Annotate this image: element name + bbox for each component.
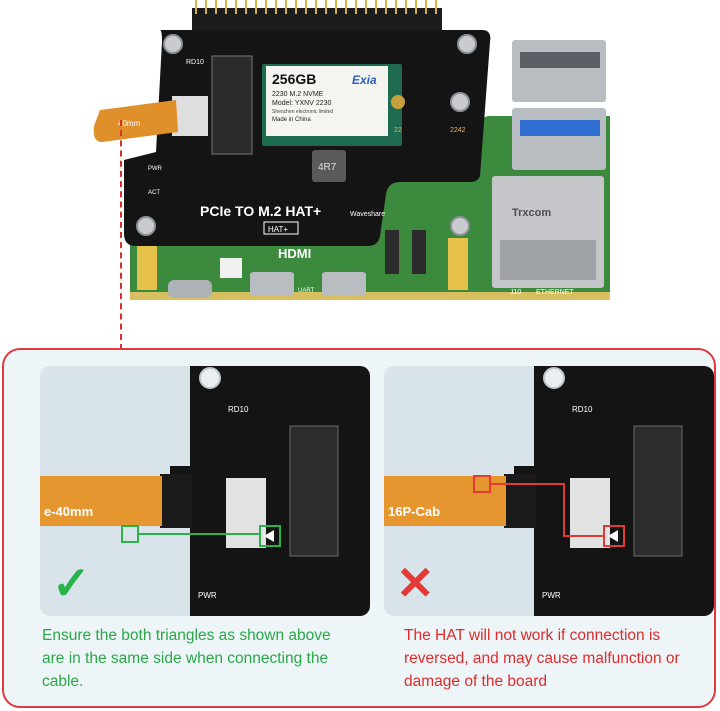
- m2-slot: [211, 55, 253, 155]
- panel-pcb: [514, 366, 714, 616]
- ssd-capacity: 256GB: [272, 71, 316, 87]
- panel-cable-text: e-40mm: [44, 504, 93, 519]
- silk-act-top: ACT: [148, 190, 160, 196]
- reversed-caption: The HAT will not work if connection is r…: [404, 627, 680, 690]
- correct-caption: Ensure the both triangles as shown above…: [42, 627, 331, 690]
- callout-guide-line: [120, 120, 122, 350]
- j10-silk-text: J10: [510, 289, 521, 296]
- ssd-brand: Exia: [352, 73, 377, 87]
- uart-silk-text: UART: [298, 288, 315, 294]
- panel-correct-connection: RD10 PWR e-40mm: [40, 366, 370, 616]
- panel-cable-text: 16P-Cab: [388, 504, 440, 519]
- panel-triangle-hat: [264, 530, 274, 542]
- panel-cable: [40, 476, 162, 526]
- silk-rd10-top: RD10: [186, 59, 204, 66]
- ssd-origin: Made in China: [272, 117, 311, 123]
- pcie-hat-board: 256GB Exia 2230 M.2 NVME Model: YXNV 223…: [124, 0, 491, 261]
- pi-connector-white: [220, 258, 242, 278]
- panel-mismatch-line: [490, 483, 604, 537]
- panel-triangle-box-cable: [121, 525, 139, 543]
- cross-icon: ✕: [396, 557, 435, 609]
- panel-reversed-connection: RD10 PWR 16P-Cab: [384, 366, 714, 616]
- panel-cable: [384, 476, 506, 526]
- panel-silk-rd10: RD10: [572, 405, 593, 414]
- ssd-model: Model: YXNV 2230: [272, 100, 332, 107]
- panel-m2-slot: [633, 425, 683, 557]
- screw-br: [450, 216, 470, 236]
- inductor: [312, 150, 346, 182]
- usbc-port: [168, 280, 212, 298]
- ssd-maker: Shenzhen electronic limited: [272, 109, 333, 115]
- panel-silk-rd10: RD10: [228, 405, 249, 414]
- board-name: PCIe TO M.2 HAT+: [200, 203, 321, 219]
- panel-triangle-hat: [608, 530, 618, 542]
- panel-silk-pwr: PWR: [542, 591, 561, 600]
- ssd-module: 256GB Exia 2230 M.2 NVME Model: YXNV 223…: [262, 64, 405, 146]
- brand-name: Waveshare: [350, 211, 385, 218]
- panel-cable-stiffener: [160, 474, 192, 528]
- ethernet-port: Trxcom ETHERNET J10: [492, 176, 604, 296]
- panel-screw-hole: [543, 367, 565, 389]
- hat-plus-box: [263, 221, 299, 235]
- gpio-pins: [195, 0, 437, 14]
- screw-tr: [457, 34, 477, 54]
- panel-silk-pwr: PWR: [198, 591, 217, 600]
- hat-plus-label: HAT+: [268, 225, 288, 234]
- hdmi-silk: HDMI: [278, 246, 311, 261]
- silk-22: 22: [394, 127, 402, 134]
- micro-hdmi-port-1: [322, 272, 366, 296]
- panel-m2-slot: [289, 425, 339, 557]
- ribbon-cable: 40mm: [93, 100, 178, 142]
- cable-label-top: 40mm: [118, 119, 141, 128]
- panel-reversed-illustration: RD10 PWR 16P-Cab: [384, 366, 714, 616]
- standoff-right: [448, 238, 468, 290]
- panel-triangle-box-hat: [259, 525, 281, 547]
- silk-2242: 2242: [450, 127, 466, 134]
- usb-ports: [512, 40, 606, 170]
- screw-mid: [450, 92, 470, 112]
- camera-connector-0: [385, 230, 399, 274]
- ethernet-brand-text: Trxcom: [512, 207, 551, 219]
- ssd-type: 2230 M.2 NVME: [272, 91, 324, 98]
- camera-connector-1: [412, 230, 426, 274]
- check-icon: ✓: [52, 557, 91, 609]
- micro-hdmi-port-0: [250, 272, 294, 296]
- panel-correct-illustration: RD10 PWR e-40mm: [40, 366, 370, 616]
- ethernet-silk-text: ETHERNET: [536, 289, 574, 296]
- ssd-screw: [391, 95, 405, 109]
- inductor-label: 4R7: [318, 162, 337, 173]
- screw-bl: [136, 216, 156, 236]
- silk-pwr-top: PWR: [148, 166, 163, 172]
- panel-pcb: [170, 366, 370, 616]
- panel-cable-stiffener: [504, 474, 536, 528]
- screw-tl: [163, 34, 183, 54]
- hat-fpc-connector: [172, 96, 208, 136]
- standoff-left: [137, 238, 157, 290]
- panel-screw-hole: [199, 367, 221, 389]
